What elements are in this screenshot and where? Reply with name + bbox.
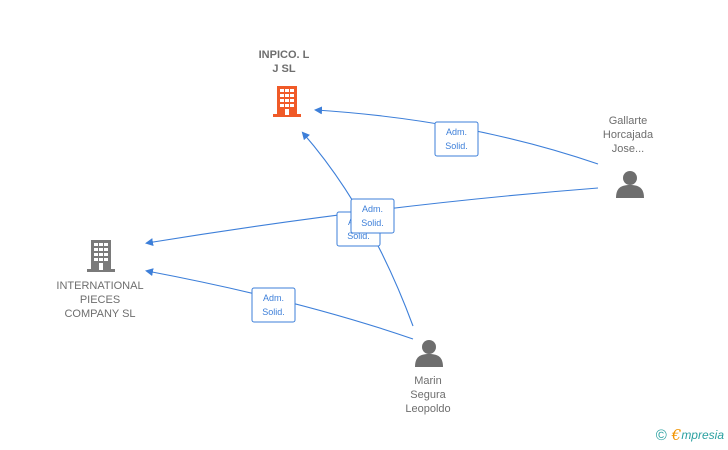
edge-label-marin-to-international[interactable]: Adm. Solid. — [251, 287, 296, 323]
node-label-inpico[interactable]: INPICO. L J SL — [244, 48, 324, 76]
edge-label-text: Adm. — [263, 293, 284, 303]
node-label-line: PIECES — [79, 294, 121, 306]
edge-label-box — [434, 121, 479, 157]
edge-label-box — [350, 198, 395, 234]
node-label-line: Gallarte — [608, 115, 648, 127]
node-label-line: Leopoldo — [405, 403, 451, 415]
node-label-line: Horcajada — [602, 129, 654, 141]
node-label-line: J SL — [272, 63, 296, 75]
copyright-icon: © — [655, 426, 667, 444]
edge-label-marin-to-inpico[interactable]: Adm. Solid. — [350, 198, 395, 234]
node-label-marin[interactable]: Marin Segura Leopoldo — [384, 374, 472, 416]
person-icon[interactable] — [615, 169, 645, 199]
empresia-watermark: © € mpresia — [656, 426, 724, 444]
edge-label-text: Solid. — [347, 231, 370, 241]
edge-label-text: Adm. — [446, 127, 467, 137]
node-label-line: Jose... — [611, 143, 645, 155]
edge-label-text: Solid. — [361, 218, 384, 228]
node-label-line: Marin — [414, 375, 442, 387]
node-label-line: INTERNATIONAL — [56, 280, 144, 292]
brand-initial: € — [671, 426, 682, 444]
building-icon[interactable] — [85, 238, 117, 274]
edge-label-text: Adm. — [362, 204, 383, 214]
brand-name: mpresia — [681, 428, 724, 442]
edge-label-text: Solid. — [445, 141, 468, 151]
building-icon[interactable] — [271, 84, 303, 118]
node-label-line: Segura — [410, 389, 446, 401]
node-label-line: COMPANY SL — [64, 308, 136, 320]
edge-label-text: Solid. — [262, 307, 285, 317]
node-label-line: INPICO. L — [258, 49, 310, 61]
edge-label-box — [251, 287, 296, 323]
node-label-gallarte[interactable]: Gallarte Horcajada Jose... — [586, 114, 670, 156]
edge-labels-layer: Adm.Solid.Adm.Solid.Adm.Solid.Adm.Solid. — [251, 121, 479, 323]
person-icon[interactable] — [414, 338, 444, 368]
edge-label-gallarte-to-inpico[interactable]: Adm. Solid. — [434, 121, 479, 157]
node-label-international[interactable]: INTERNATIONAL PIECES COMPANY SL — [44, 279, 156, 321]
